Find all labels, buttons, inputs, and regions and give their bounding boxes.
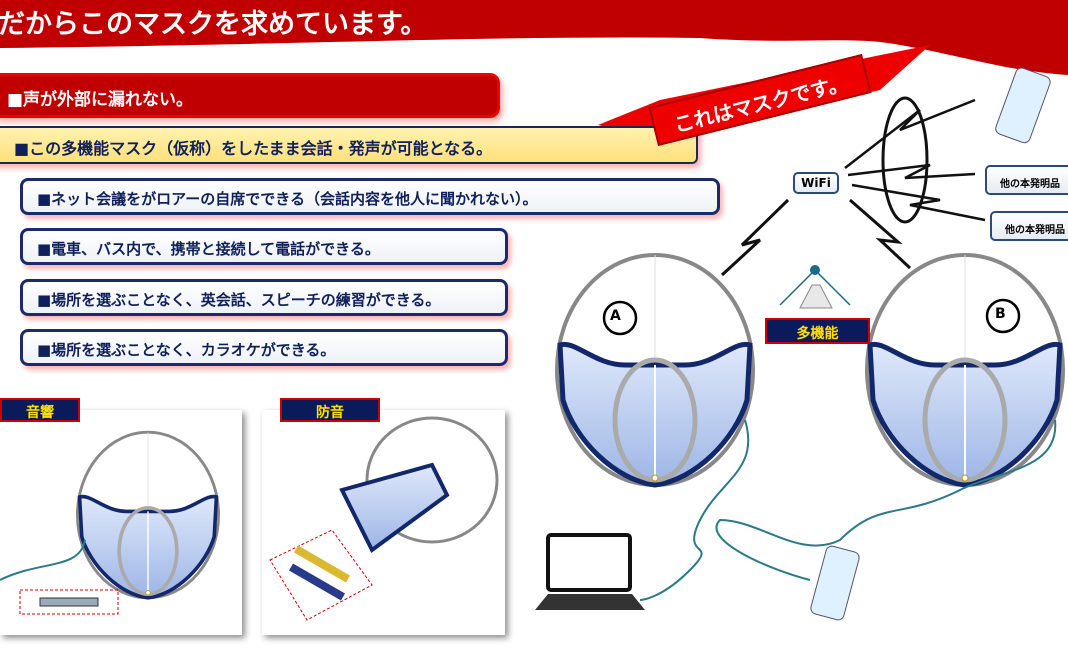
feature-item: ■場所を選ぶことなく、英会話、スピーチの練習ができる。 [20, 279, 508, 316]
feature-item: ■場所を選ぶことなく、カラオケができる。 [20, 329, 508, 366]
wifi-box: WiFi [793, 172, 839, 194]
acoustic-mask-illustration [0, 430, 221, 615]
other-product-box: 他の本発明品 [985, 165, 1068, 195]
feature-highlight: ■この多機能マスク（仮称）をしたまま会話・発声が可能となる。 [0, 126, 698, 164]
acoustic-panel [0, 410, 242, 635]
mask-b-label: B [995, 306, 1006, 322]
other-product-box: 他の本発明品 [990, 211, 1068, 241]
soundproof-panel [262, 410, 505, 635]
soundproof-illustration [269, 416, 499, 621]
soundproof-label: 防音 [280, 398, 380, 422]
page-title: だからこのマスクを求めています。 [0, 9, 428, 40]
mask-a-label: A [610, 308, 621, 324]
acoustic-label: 音響 [0, 398, 80, 422]
feature-item: ■電車、バス内で、携帯と接続して電話ができる。 [20, 228, 508, 265]
feature-main: ■声が外部に漏れない。 [0, 73, 500, 118]
multi-function-banner: 多機能 [765, 318, 870, 344]
feature-item: ■ネット会議をがロアーの自席でできる（会話内容を他人に聞かれない）。 [20, 178, 720, 215]
